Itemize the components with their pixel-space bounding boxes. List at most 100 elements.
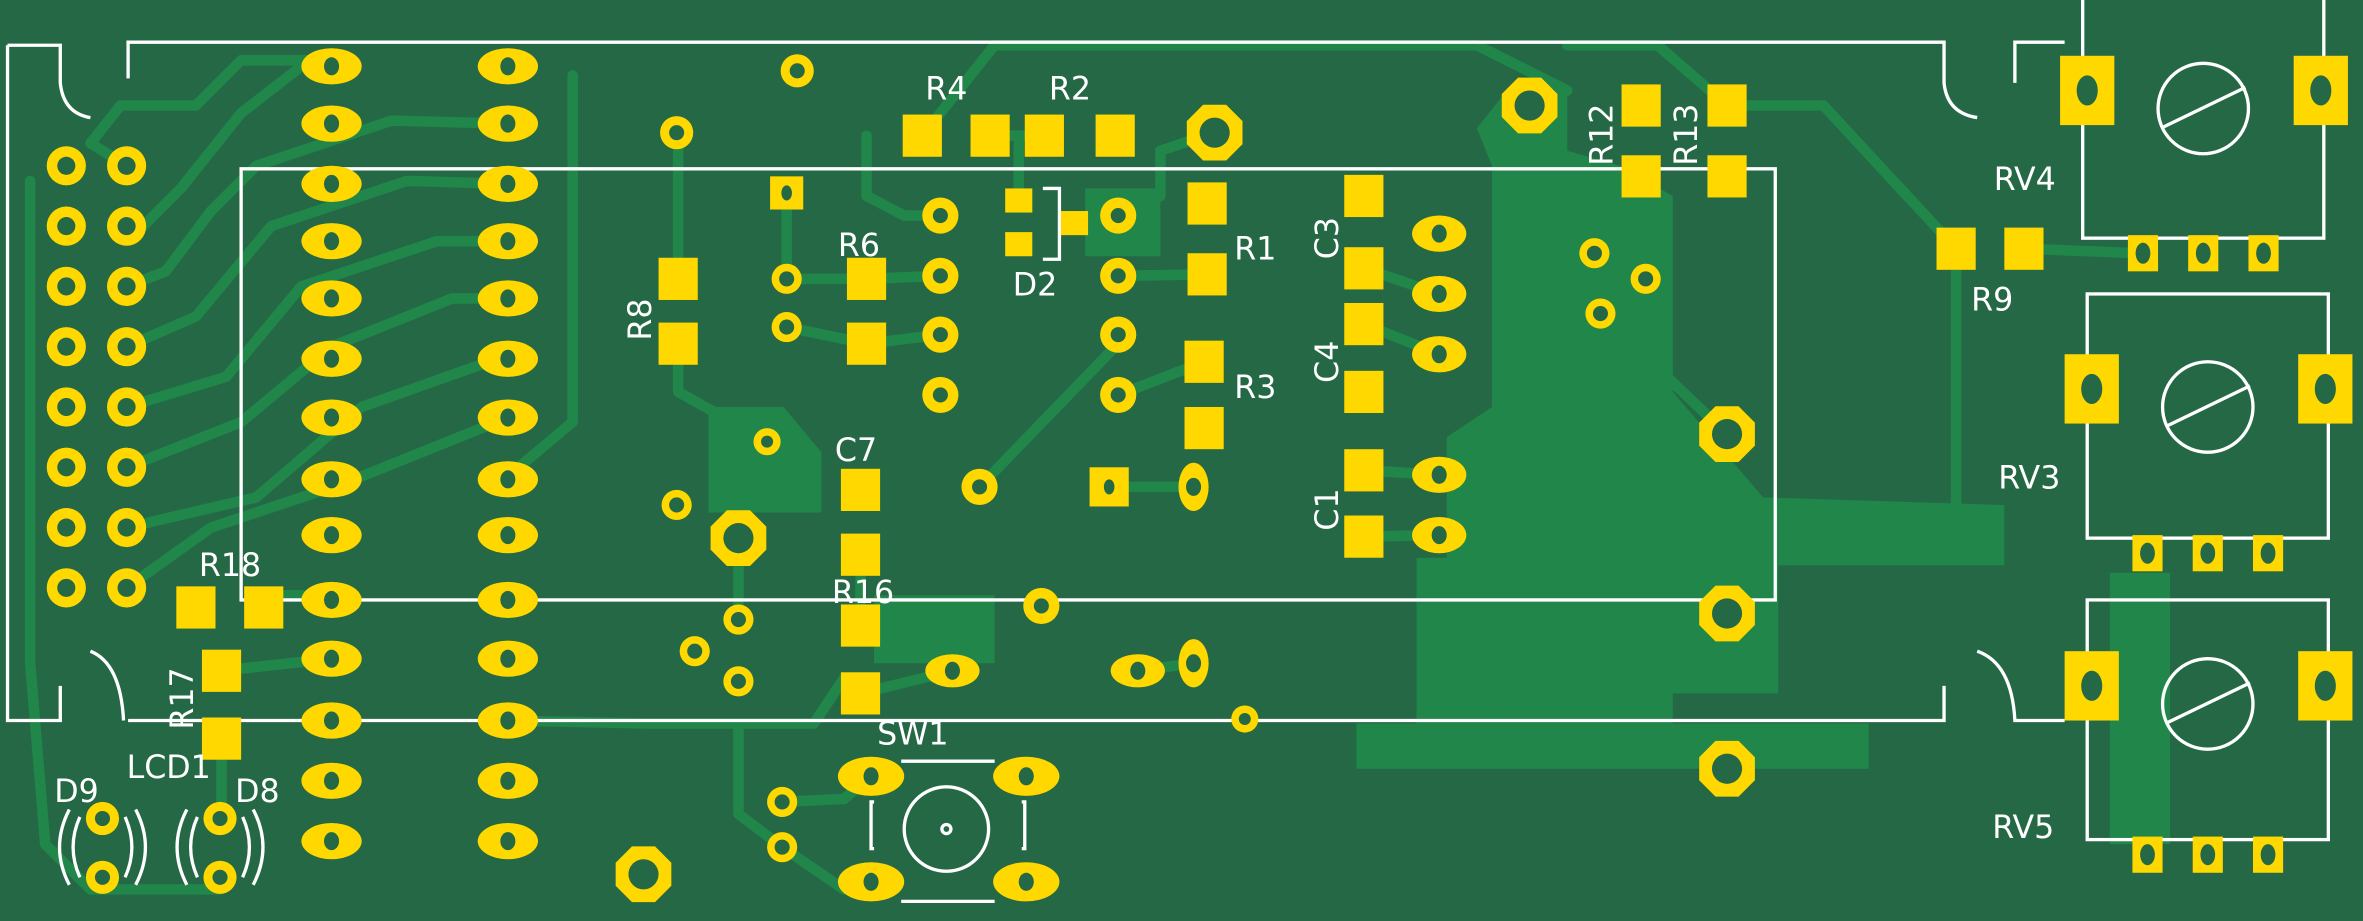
drill-hole: [500, 526, 516, 545]
label-r9: R9: [1971, 283, 2013, 319]
silkscreen-outline: [5, 45, 62, 723]
drill-hole: [500, 349, 516, 368]
smd-pad: [1060, 211, 1089, 236]
drill-hole: [117, 217, 136, 236]
smd-pad: [1005, 232, 1033, 257]
drill-hole: [761, 435, 774, 448]
smd-pad: [658, 322, 698, 365]
smd-pad: [1005, 188, 1033, 213]
smd-pad: [1187, 182, 1227, 225]
smd-pad: [840, 604, 881, 647]
label-c1: C1: [1310, 488, 1346, 530]
drill-hole: [779, 271, 795, 287]
switch-outline: [902, 785, 991, 873]
smd-pad: [201, 717, 242, 760]
drill-hole: [94, 869, 111, 885]
silkscreen: [5, 0, 2330, 904]
silkscreen-outline: [1021, 800, 1027, 851]
drill-hole: [57, 156, 76, 175]
drill-hole: [1018, 872, 1034, 891]
drill-hole: [944, 661, 960, 680]
copper-trace: [121, 175, 514, 352]
reference-labels: R4 R2 R8 R6 D2 R1 R3 C3 C4 C1 R12 R13 R9…: [54, 71, 2060, 846]
label-d9: D9: [54, 774, 98, 810]
smd-pad: [1095, 114, 1135, 157]
drill-hole: [779, 319, 795, 335]
drill-hole: [1130, 661, 1146, 680]
label-d2: D2: [1013, 267, 1057, 303]
drill-hole: [2076, 75, 2098, 106]
silkscreen-outline: [239, 167, 1777, 602]
drill-hole: [972, 479, 988, 495]
drill-hole: [57, 397, 76, 417]
pot-dial: [2160, 360, 2255, 454]
smd-pad: [1707, 84, 1747, 127]
led-outline: [241, 816, 251, 878]
drill-hole: [1238, 712, 1251, 726]
label-r6: R6: [838, 228, 880, 264]
label-r16: R16: [832, 575, 894, 611]
copper-trace: [1721, 100, 1962, 254]
label-c4: C4: [1310, 341, 1346, 383]
silkscreen-outline: [126, 40, 1978, 120]
drill-hole: [1186, 654, 1202, 673]
smd-pad: [1344, 449, 1384, 492]
drill-hole: [2195, 242, 2211, 264]
drill-hole: [117, 578, 136, 597]
smd-pad: [846, 257, 887, 300]
drill-hole: [1431, 284, 1447, 303]
copper-trace: [121, 353, 503, 533]
pot-wiper: [2164, 681, 2251, 726]
drill-hole: [1711, 598, 1743, 629]
silkscreen-outline: [2013, 40, 2065, 83]
led-outline: [251, 808, 265, 886]
copper-trace: [929, 39, 1573, 126]
smd-pad: [1344, 247, 1384, 290]
drill-hole: [57, 458, 76, 477]
drill-hole: [1711, 419, 1743, 450]
silkscreen-outline: [128, 685, 1946, 723]
drill-hole: [1103, 479, 1115, 495]
drill-hole: [1431, 526, 1447, 545]
smd-pad: [658, 257, 698, 300]
pot-dial: [2156, 61, 2251, 156]
label-rv4: RV4: [1994, 162, 2056, 198]
drill-hole: [730, 673, 746, 689]
smd-pad: [1344, 515, 1384, 558]
pot-wiper: [2160, 85, 2247, 130]
copper-trace: [137, 61, 307, 232]
drill-hole: [2260, 844, 2276, 866]
drill-hole: [1431, 224, 1447, 243]
label-lcd1: LCD1: [127, 750, 211, 786]
drill-hole: [781, 185, 792, 201]
drill-hole: [324, 470, 340, 489]
smd-pad: [1344, 174, 1384, 218]
smd-pad: [2004, 227, 2044, 270]
drill-hole: [730, 611, 746, 628]
drill-hole: [1033, 598, 1049, 614]
smd-pad: [902, 114, 942, 157]
copper-trace: [1595, 308, 1733, 440]
drill-hole: [500, 408, 516, 427]
drill-hole: [669, 497, 685, 513]
smd-pad: [840, 468, 881, 511]
label-r4: R4: [925, 71, 967, 107]
smd-pad: [1936, 227, 1976, 270]
silkscreen-outline: [89, 649, 126, 721]
copper-trace: [502, 70, 578, 482]
copper-trace: [85, 55, 337, 172]
drill-hole: [628, 859, 659, 890]
drill-hole: [1110, 387, 1126, 403]
drill-hole: [1431, 465, 1447, 484]
drill-hole: [57, 518, 76, 537]
drill-hole: [500, 590, 516, 609]
label-r2: R2: [1049, 71, 1091, 107]
led-outline: [123, 816, 134, 878]
copper-trace: [121, 412, 514, 594]
drill-hole: [863, 767, 879, 786]
drill-hole: [500, 114, 516, 133]
drill-hole: [324, 349, 340, 368]
drill-hole: [500, 649, 516, 668]
drill-hole: [324, 232, 340, 251]
